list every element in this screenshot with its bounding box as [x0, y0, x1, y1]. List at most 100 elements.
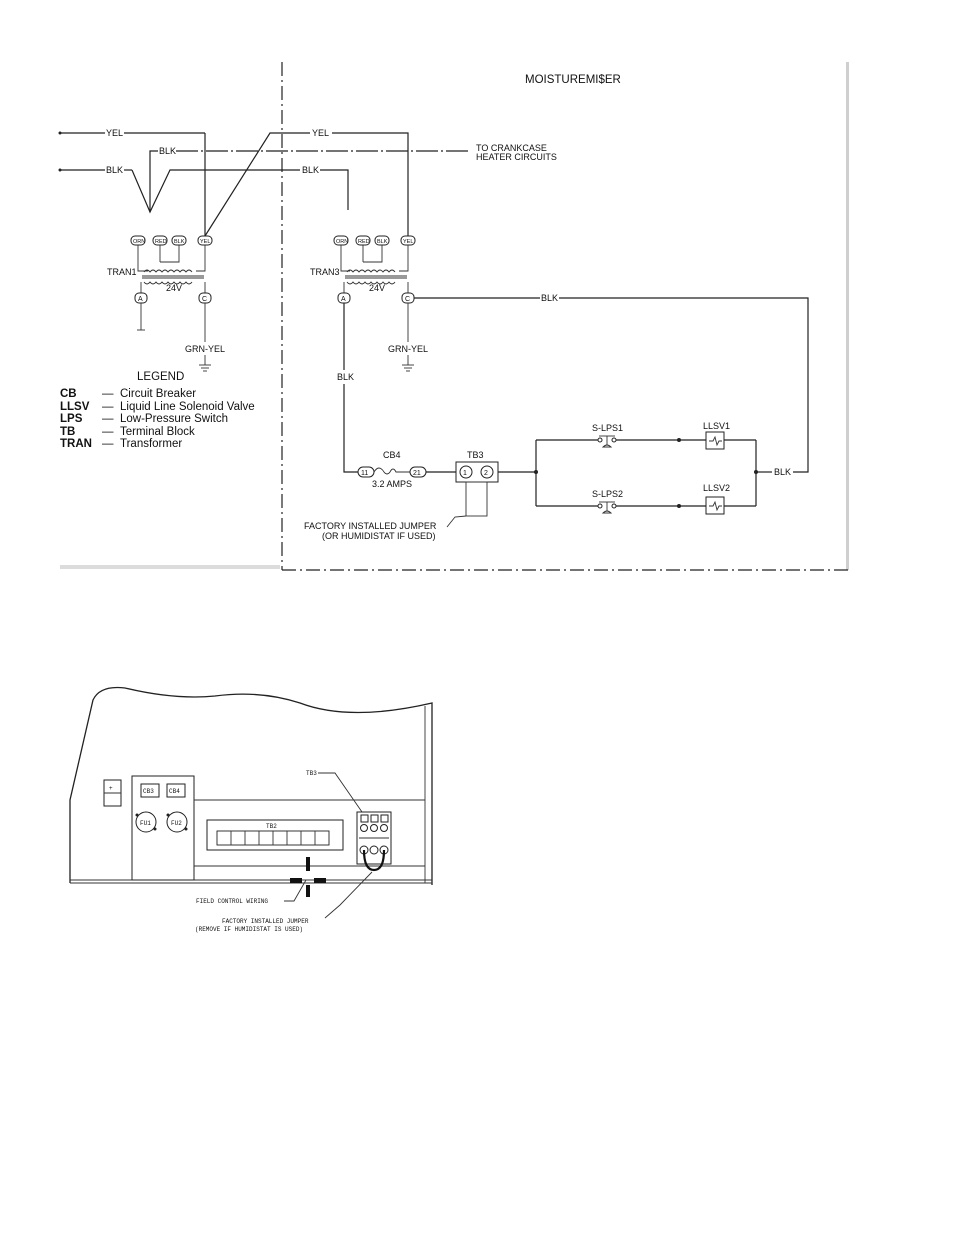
frame-shade-bottom — [60, 565, 280, 569]
tb3-label: TB3 — [467, 450, 484, 460]
tran3-secondary-coil — [346, 281, 396, 285]
pressure-icon — [601, 444, 613, 448]
wire-blk-to-tran3 — [320, 169, 349, 210]
wire-label-blk-6: BLK — [337, 372, 354, 382]
fuse-fu1-screw — [153, 827, 157, 831]
llsv2-coil-box — [705, 496, 725, 515]
tb3-jumper — [465, 481, 488, 517]
cb4: CB4 11 21 3.2 AMPS — [357, 450, 427, 489]
wiring-entry-mark — [306, 857, 310, 871]
tran1-terminal-c-label: C — [202, 296, 207, 303]
tran3-ground-label: GRN-YEL — [388, 344, 428, 354]
wire-label-yel: YEL — [106, 128, 123, 138]
cb4-label: CB4 — [383, 450, 401, 460]
jumper-note-leader — [324, 871, 373, 919]
fuse-fu1-screw — [135, 813, 139, 817]
llsv1-coil-box — [705, 431, 725, 450]
jumper-note-2: (OR HUMIDISTAT IF USED) — [322, 531, 436, 541]
fuse-fu1 — [135, 811, 157, 833]
tb3-screw-top — [380, 814, 389, 823]
legend-dash: — — [102, 388, 114, 400]
s-lps2-contact — [597, 503, 603, 509]
tb3-terminal-1-label: 1 — [463, 470, 467, 477]
solenoid-icon — [709, 435, 722, 447]
field-wiring-leader — [284, 879, 307, 902]
tb3-terminal-bottom — [369, 845, 379, 855]
tran1-terminal-yel-label: YEL — [200, 239, 210, 245]
panel-tb3-label: TB3 — [306, 770, 317, 777]
frame-shade-right — [846, 62, 849, 570]
legend-abbr-llsv: LLSV — [60, 401, 90, 413]
wiring-entry-mark — [290, 878, 302, 883]
tran1-lead — [160, 245, 180, 263]
tb3-terminal-2-label: 2 — [484, 470, 488, 477]
tran1-voltage: 24V — [166, 283, 182, 293]
wiring-entry-mark — [306, 885, 310, 897]
legend-dash: — — [102, 413, 114, 425]
jumper-wire — [362, 849, 386, 872]
cb4-terminal-21-label: 21 — [413, 470, 421, 477]
legend-dash: — — [102, 438, 114, 450]
tran3-terminal-c-label: C — [405, 296, 410, 303]
tran3-lead — [363, 245, 383, 263]
tran1-terminal-red-label: RED — [155, 239, 167, 245]
tran3-lead — [399, 245, 409, 272]
tb3-leader — [318, 772, 363, 813]
legend-abbr-cb: CB — [60, 388, 77, 400]
wire-c-blk-2 — [559, 297, 809, 473]
tb3-terminal-top — [370, 824, 378, 832]
wire-yel-diagonal — [204, 132, 310, 237]
panel-jumper-note-2: (REMOVE IF HUMIDISTAT IS USED) — [195, 926, 303, 933]
wire-blk-crankcase-rise — [149, 150, 158, 212]
tran3-terminal-blk-label: BLK — [377, 239, 388, 245]
breaker-cb4 — [166, 783, 186, 798]
tran3-terminal-a-label: A — [341, 296, 346, 303]
tb3-terminal-2 — [480, 465, 494, 479]
tb3-terminal-1 — [459, 465, 473, 479]
wire-a-to-cb4 — [343, 384, 358, 473]
tran1-terminal-a-label: A — [138, 296, 143, 303]
legend: LEGEND CB — Circuit Breaker LLSV — Liqui… — [60, 371, 255, 450]
control-panel-illustration: + CB3 CB4 FU1 FU2 TB2 TB3 — [69, 686, 433, 933]
legend-desc-lps: Low-Pressure Switch — [120, 413, 228, 425]
crankcase-note-2: HEATER CIRCUITS — [476, 152, 557, 162]
legend-desc-cb: Circuit Breaker — [120, 388, 196, 400]
s-lps1-contact — [597, 437, 603, 443]
legend-desc-llsv: Liquid Line Solenoid Valve — [120, 401, 255, 413]
llsv2-label: LLSV2 — [703, 483, 730, 493]
legend-abbr-lps: LPS — [60, 413, 83, 425]
s-lps1-contact — [611, 437, 617, 443]
tb2-label: TB2 — [266, 823, 277, 830]
legend-abbr-tran: TRAN — [60, 438, 92, 450]
fuse-fu1-label: FU1 — [140, 820, 151, 827]
legend-desc-tb: Terminal Block — [120, 426, 195, 438]
s-lps2-label: S-LPS2 — [592, 489, 623, 499]
wire-label-blk-4: BLK — [541, 293, 558, 303]
fuse-fu2-screw — [166, 813, 170, 817]
legend-abbr-tb: TB — [60, 426, 75, 438]
legend-heading: LEGEND — [137, 371, 184, 383]
pressure-icon — [601, 510, 613, 514]
panel-outline — [69, 686, 433, 885]
tran1-terminal-blk-label: BLK — [174, 239, 185, 245]
legend-dash: — — [102, 426, 114, 438]
tran1-secondary-coil — [143, 281, 193, 285]
junction-dot — [677, 438, 681, 442]
wire-yel-to-tran3 — [332, 132, 409, 236]
wire-label-blk: BLK — [106, 165, 123, 175]
tran3-terminal-red-label: RED — [358, 239, 370, 245]
tran3-terminal-orn-label: ORN — [336, 239, 348, 245]
fuse-fu2 — [166, 811, 188, 833]
llsv1-label: LLSV1 — [703, 421, 730, 431]
field-wiring-label: FIELD CONTROL WIRING — [196, 898, 268, 905]
s-lps1-switch: S-LPS1 — [592, 423, 623, 448]
tran3-label: TRAN3 — [310, 267, 340, 277]
wire-blk-v — [131, 169, 300, 214]
tran1-lead — [137, 245, 148, 272]
wire-label-blk-2: BLK — [302, 165, 319, 175]
wire-label-blk-5: BLK — [774, 467, 791, 477]
crankcase-note-1: TO CRANKCASE — [476, 143, 547, 153]
wire-end — [58, 131, 62, 135]
wire-end — [58, 168, 62, 172]
s-lps2-switch: S-LPS2 — [592, 489, 623, 514]
